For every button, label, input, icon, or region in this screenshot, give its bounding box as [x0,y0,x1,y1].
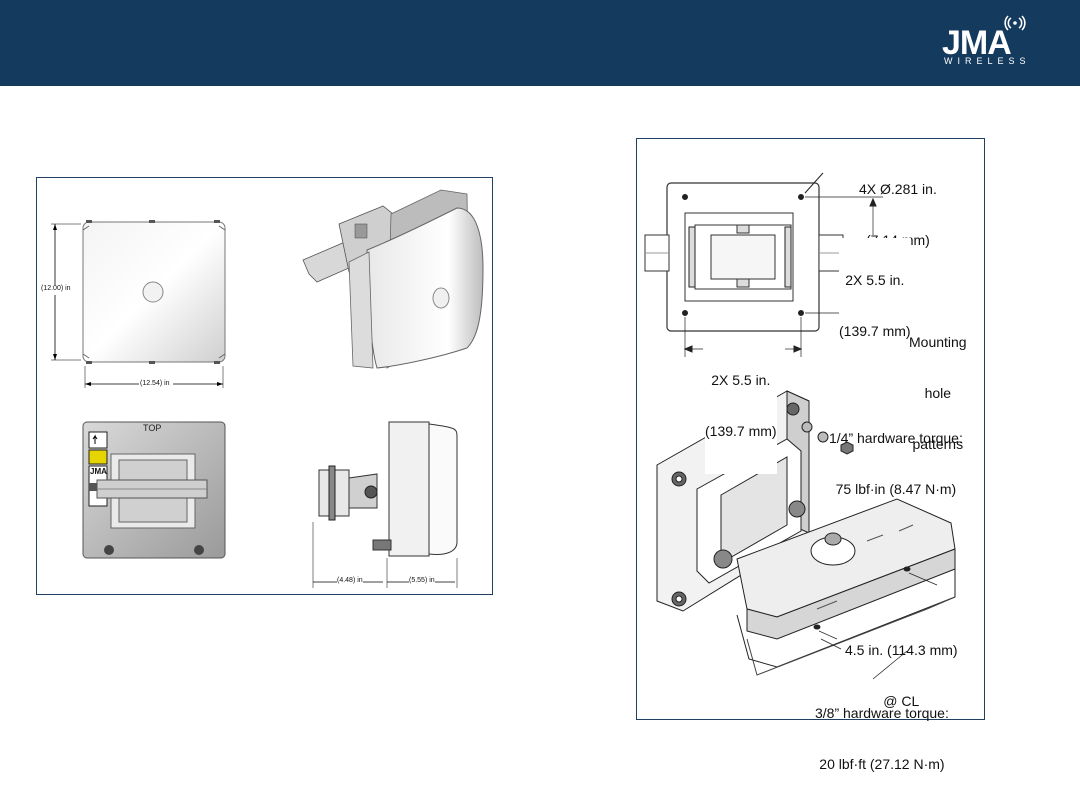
signal-waves-icon [1004,15,1026,31]
slot-spacing-cl: @ CL [883,693,920,709]
pattern-note-line-3: patterns [912,436,964,452]
pattern-note-line-1: Mounting [909,334,967,350]
horizontal-spacing-text: 2X 5.5 in. [711,372,771,388]
three-eighths-torque-note: 3/8” hardware torque: 20 lbf·ft (27.12 N… [815,671,949,807]
vertical-spacing-note: 2X 5.5 in. (139.7 mm) [839,238,911,374]
isometric-view [302,189,484,369]
plate-plan-view [644,172,883,357]
three-eighths-torque-title: 3/8” hardware torque: [815,705,949,721]
antenna-drawing-panel: (12.00) in (12.54) in TOP JMA (4.48) in … [36,177,493,595]
slot-spacing-text: 4.5 in. (114.3 mm) [845,642,958,658]
front-view [41,220,226,389]
quarter-inch-torque-title: 1/4” hardware torque: [829,430,963,446]
horizontal-spacing-metric: (139.7 mm) [705,423,777,439]
antenna-views [41,189,484,588]
slot-spacing-note: 4.5 in. (114.3 mm) @ CL [845,608,958,744]
jma-logo: JMA WIRELESS [938,14,1034,70]
logo-subtitle: WIRELESS [944,56,1031,66]
pattern-note-line-2: hole [924,385,952,401]
hole-diameter-text: 4X Ø.281 in. [859,181,937,197]
height-dimension: (12.00) in [41,285,71,292]
horizontal-spacing-note: 2X 5.5 in. (139.7 mm) [705,338,777,474]
side-view [312,421,458,588]
vertical-spacing-text: 2X 5.5 in. [845,272,905,288]
back-view [82,421,226,559]
header-bar: JMA WIRELESS [0,0,1080,86]
quarter-inch-torque-value: 75 lbf·in (8.47 N·m) [835,481,957,497]
mounting-pattern-note: Mounting hole patterns [909,300,967,487]
back-label-brand: JMA [90,467,107,476]
depth-dimension-1: (4.48) in [337,576,363,586]
width-dimension: (12.54) in [140,380,170,387]
vertical-spacing-metric: (139.7 mm) [839,323,911,339]
three-eighths-torque-value: 20 lbf·ft (27.12 N·m) [819,756,945,772]
mounting-bracket-panel: 4X Ø.281 in. (7.14 mm) 2X 5.5 in. (139.7… [636,138,985,772]
depth-dimension-2: (5.55) in [409,576,435,586]
top-label: TOP [143,423,162,433]
logo-text: JMA [942,24,1012,62]
quarter-inch-torque-note: 1/4” hardware torque: 75 lbf·in (8.47 N·… [829,396,963,532]
